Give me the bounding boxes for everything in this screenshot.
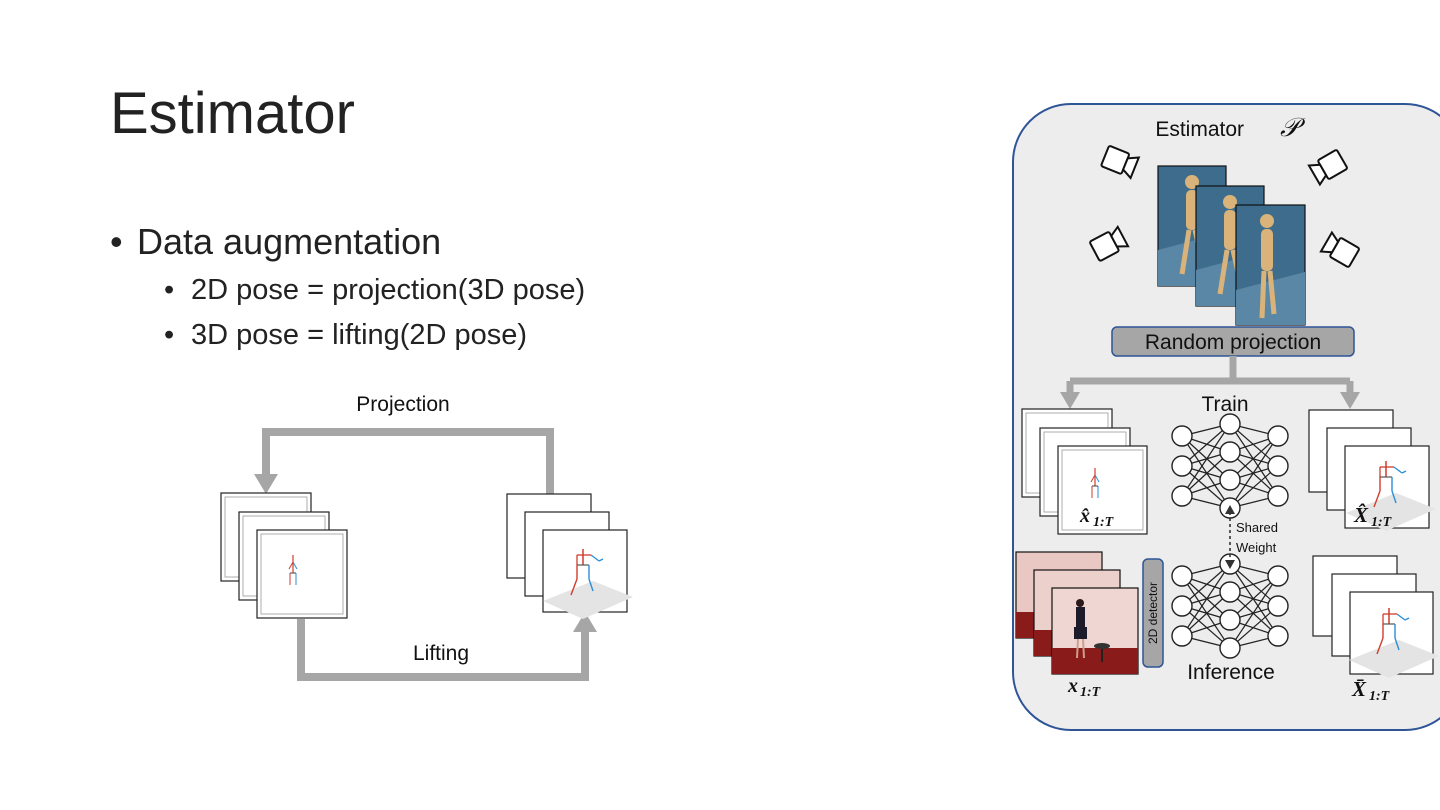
pose-3d-frame-stack xyxy=(506,493,634,620)
bullet-data-augmentation: Data augmentation xyxy=(110,220,585,263)
nn-node xyxy=(1267,425,1289,447)
input-video-stack xyxy=(1015,551,1139,675)
nn-node xyxy=(1171,565,1193,587)
sub-bullet-lifting: 3D pose = lifting(2D pose) xyxy=(164,318,585,353)
projection-arrow xyxy=(254,428,554,494)
math-x: x 1:T xyxy=(1067,675,1102,700)
nn-node xyxy=(1171,425,1193,447)
svg-text:1:T: 1:T xyxy=(1369,689,1391,704)
nn-node xyxy=(1171,595,1193,617)
inference-label: Inference xyxy=(1187,661,1275,684)
sub-bullet-projection: 2D pose = projection(3D pose) xyxy=(164,273,585,308)
nn-edge xyxy=(1181,435,1231,509)
lifting-label: Lifting xyxy=(413,642,469,665)
nn-node xyxy=(1219,637,1241,659)
nn-edge xyxy=(1229,451,1279,497)
nn-edge xyxy=(1229,575,1279,649)
shared-weight-label-1: Shared xyxy=(1236,520,1278,535)
shared-weight-label-2: Weight xyxy=(1236,540,1277,555)
loop-diagram: Projection Lifting xyxy=(220,393,634,681)
nn-node xyxy=(1171,485,1193,507)
camera-icon xyxy=(1307,149,1348,187)
lifting-arrow xyxy=(297,612,597,681)
random-projection-label: Random projection xyxy=(1145,331,1321,354)
train-3d-frame-stack xyxy=(1308,409,1437,532)
nn-edge xyxy=(1181,563,1231,637)
inference-3d-frame-stack xyxy=(1312,555,1440,679)
detector-box xyxy=(1142,558,1164,668)
nn-edge xyxy=(1229,435,1279,481)
nn-node xyxy=(1267,595,1289,617)
nn-edge xyxy=(1229,563,1279,637)
distribution-arrows xyxy=(1060,356,1360,409)
svg-text:x̂: x̂ xyxy=(1079,505,1090,527)
slide-title: Estimator xyxy=(110,81,355,146)
bullet-list: Data augmentation 2D pose = projection(3… xyxy=(110,220,585,363)
camera-icon xyxy=(1100,145,1141,180)
camera-icon xyxy=(1089,224,1130,262)
nn-edge xyxy=(1181,423,1231,497)
svg-text:1:T: 1:T xyxy=(1371,515,1393,530)
nn-node xyxy=(1267,455,1289,477)
nn-node xyxy=(1171,625,1193,647)
math-x-hat: x̂ 1:T xyxy=(1079,505,1115,530)
nn-node xyxy=(1267,565,1289,587)
nn-node xyxy=(1267,625,1289,647)
nn-edge xyxy=(1229,575,1279,621)
projection-label: Projection xyxy=(356,393,449,416)
nn-node xyxy=(1219,581,1241,603)
svg-text:X̂: X̂ xyxy=(1353,502,1369,527)
nn-edge xyxy=(1181,575,1231,649)
nn-node xyxy=(1219,441,1241,463)
estimator-title: Estimator xyxy=(1155,118,1244,141)
mocap-render-stack xyxy=(1157,165,1306,326)
svg-text:1:T: 1:T xyxy=(1080,685,1102,700)
shared-weight-arrow xyxy=(1225,505,1235,569)
nn-edge xyxy=(1229,423,1279,497)
math-X-hat: X̂ 1:T xyxy=(1353,502,1393,530)
nn-node xyxy=(1219,469,1241,491)
nn-edge xyxy=(1181,435,1231,481)
nn-node xyxy=(1219,413,1241,435)
pose-2d-frame-stack xyxy=(220,492,348,619)
neural-net-inference xyxy=(1171,553,1289,659)
estimator-panel: Estimator 𝒫 xyxy=(1012,103,1440,731)
train-2d-frame-stack xyxy=(1021,408,1148,535)
nn-edge xyxy=(1229,435,1279,509)
nn-edge xyxy=(1229,591,1279,637)
math-X-bar: X̄ 1:T xyxy=(1351,677,1391,704)
camera-icon xyxy=(1319,230,1360,268)
train-label: Train xyxy=(1201,393,1248,416)
svg-text:1:T: 1:T xyxy=(1093,515,1115,530)
svg-text:x: x xyxy=(1067,675,1078,697)
nn-edge xyxy=(1181,451,1231,497)
nn-edge xyxy=(1181,591,1231,637)
svg-text:X̄: X̄ xyxy=(1351,677,1367,701)
nn-node xyxy=(1267,485,1289,507)
nn-node xyxy=(1171,455,1193,477)
neural-net-train xyxy=(1171,413,1289,519)
nn-node xyxy=(1219,609,1241,631)
nn-edge xyxy=(1181,575,1231,621)
detector-label: 2D detector xyxy=(1146,582,1160,644)
